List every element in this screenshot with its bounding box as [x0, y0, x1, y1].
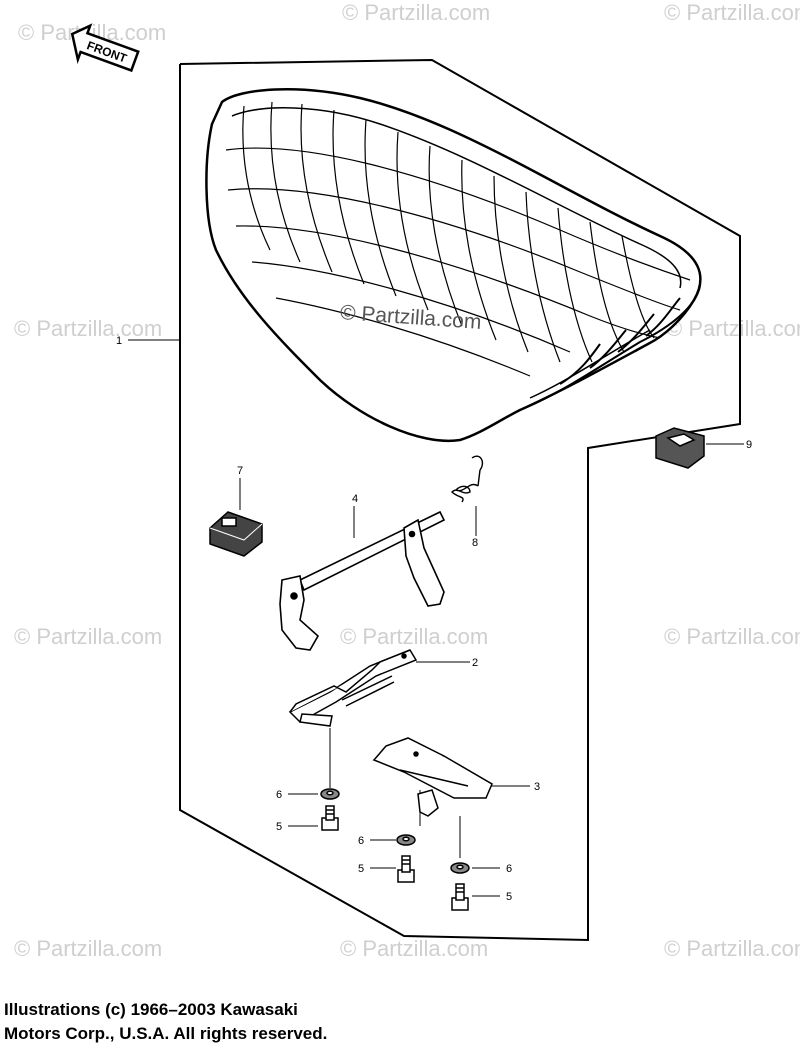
- lever-part-4: [279, 510, 446, 651]
- callout-label: 4: [352, 493, 358, 505]
- copyright-line-1: Illustrations (c) 1966–2003 Kawasaki: [4, 1000, 298, 1019]
- callout-label: 1: [116, 335, 122, 347]
- hook-bracket-part-3: [372, 737, 493, 817]
- copyright-notice: Illustrations (c) 1966–2003 Kawasaki Mot…: [4, 998, 327, 1046]
- callout-label: 2: [472, 657, 478, 669]
- cap-part-9: [655, 427, 705, 469]
- copyright-line-2: Motors Corp., U.S.A. All rights reserved…: [4, 1024, 328, 1043]
- bracket-part-2: [288, 649, 418, 727]
- callout-label: 9: [746, 439, 752, 451]
- callout-label: 6: [358, 835, 364, 847]
- spring-part-8: [451, 455, 484, 503]
- washer-part-6: [450, 862, 470, 874]
- callout-label: 5: [506, 891, 512, 903]
- callout-label: 5: [358, 863, 364, 875]
- leader-lines: [128, 339, 744, 897]
- group-boundary: [179, 58, 741, 942]
- bolt-part-5: [321, 805, 339, 831]
- callout-label: 8: [472, 537, 478, 549]
- callout-label: 5: [276, 821, 282, 833]
- washer-part-6: [396, 834, 416, 846]
- washer-part-6: [320, 788, 340, 800]
- seat-part-1: [205, 88, 702, 443]
- front-direction-arrow: FRONT: [70, 23, 140, 73]
- damper-part-7: [209, 511, 263, 557]
- callout-label: 6: [506, 863, 512, 875]
- callout-label: 6: [276, 789, 282, 801]
- bolt-part-5: [451, 883, 469, 911]
- callout-label: 7: [237, 465, 243, 477]
- callout-label: 3: [534, 781, 540, 793]
- bolt-part-5: [397, 855, 415, 883]
